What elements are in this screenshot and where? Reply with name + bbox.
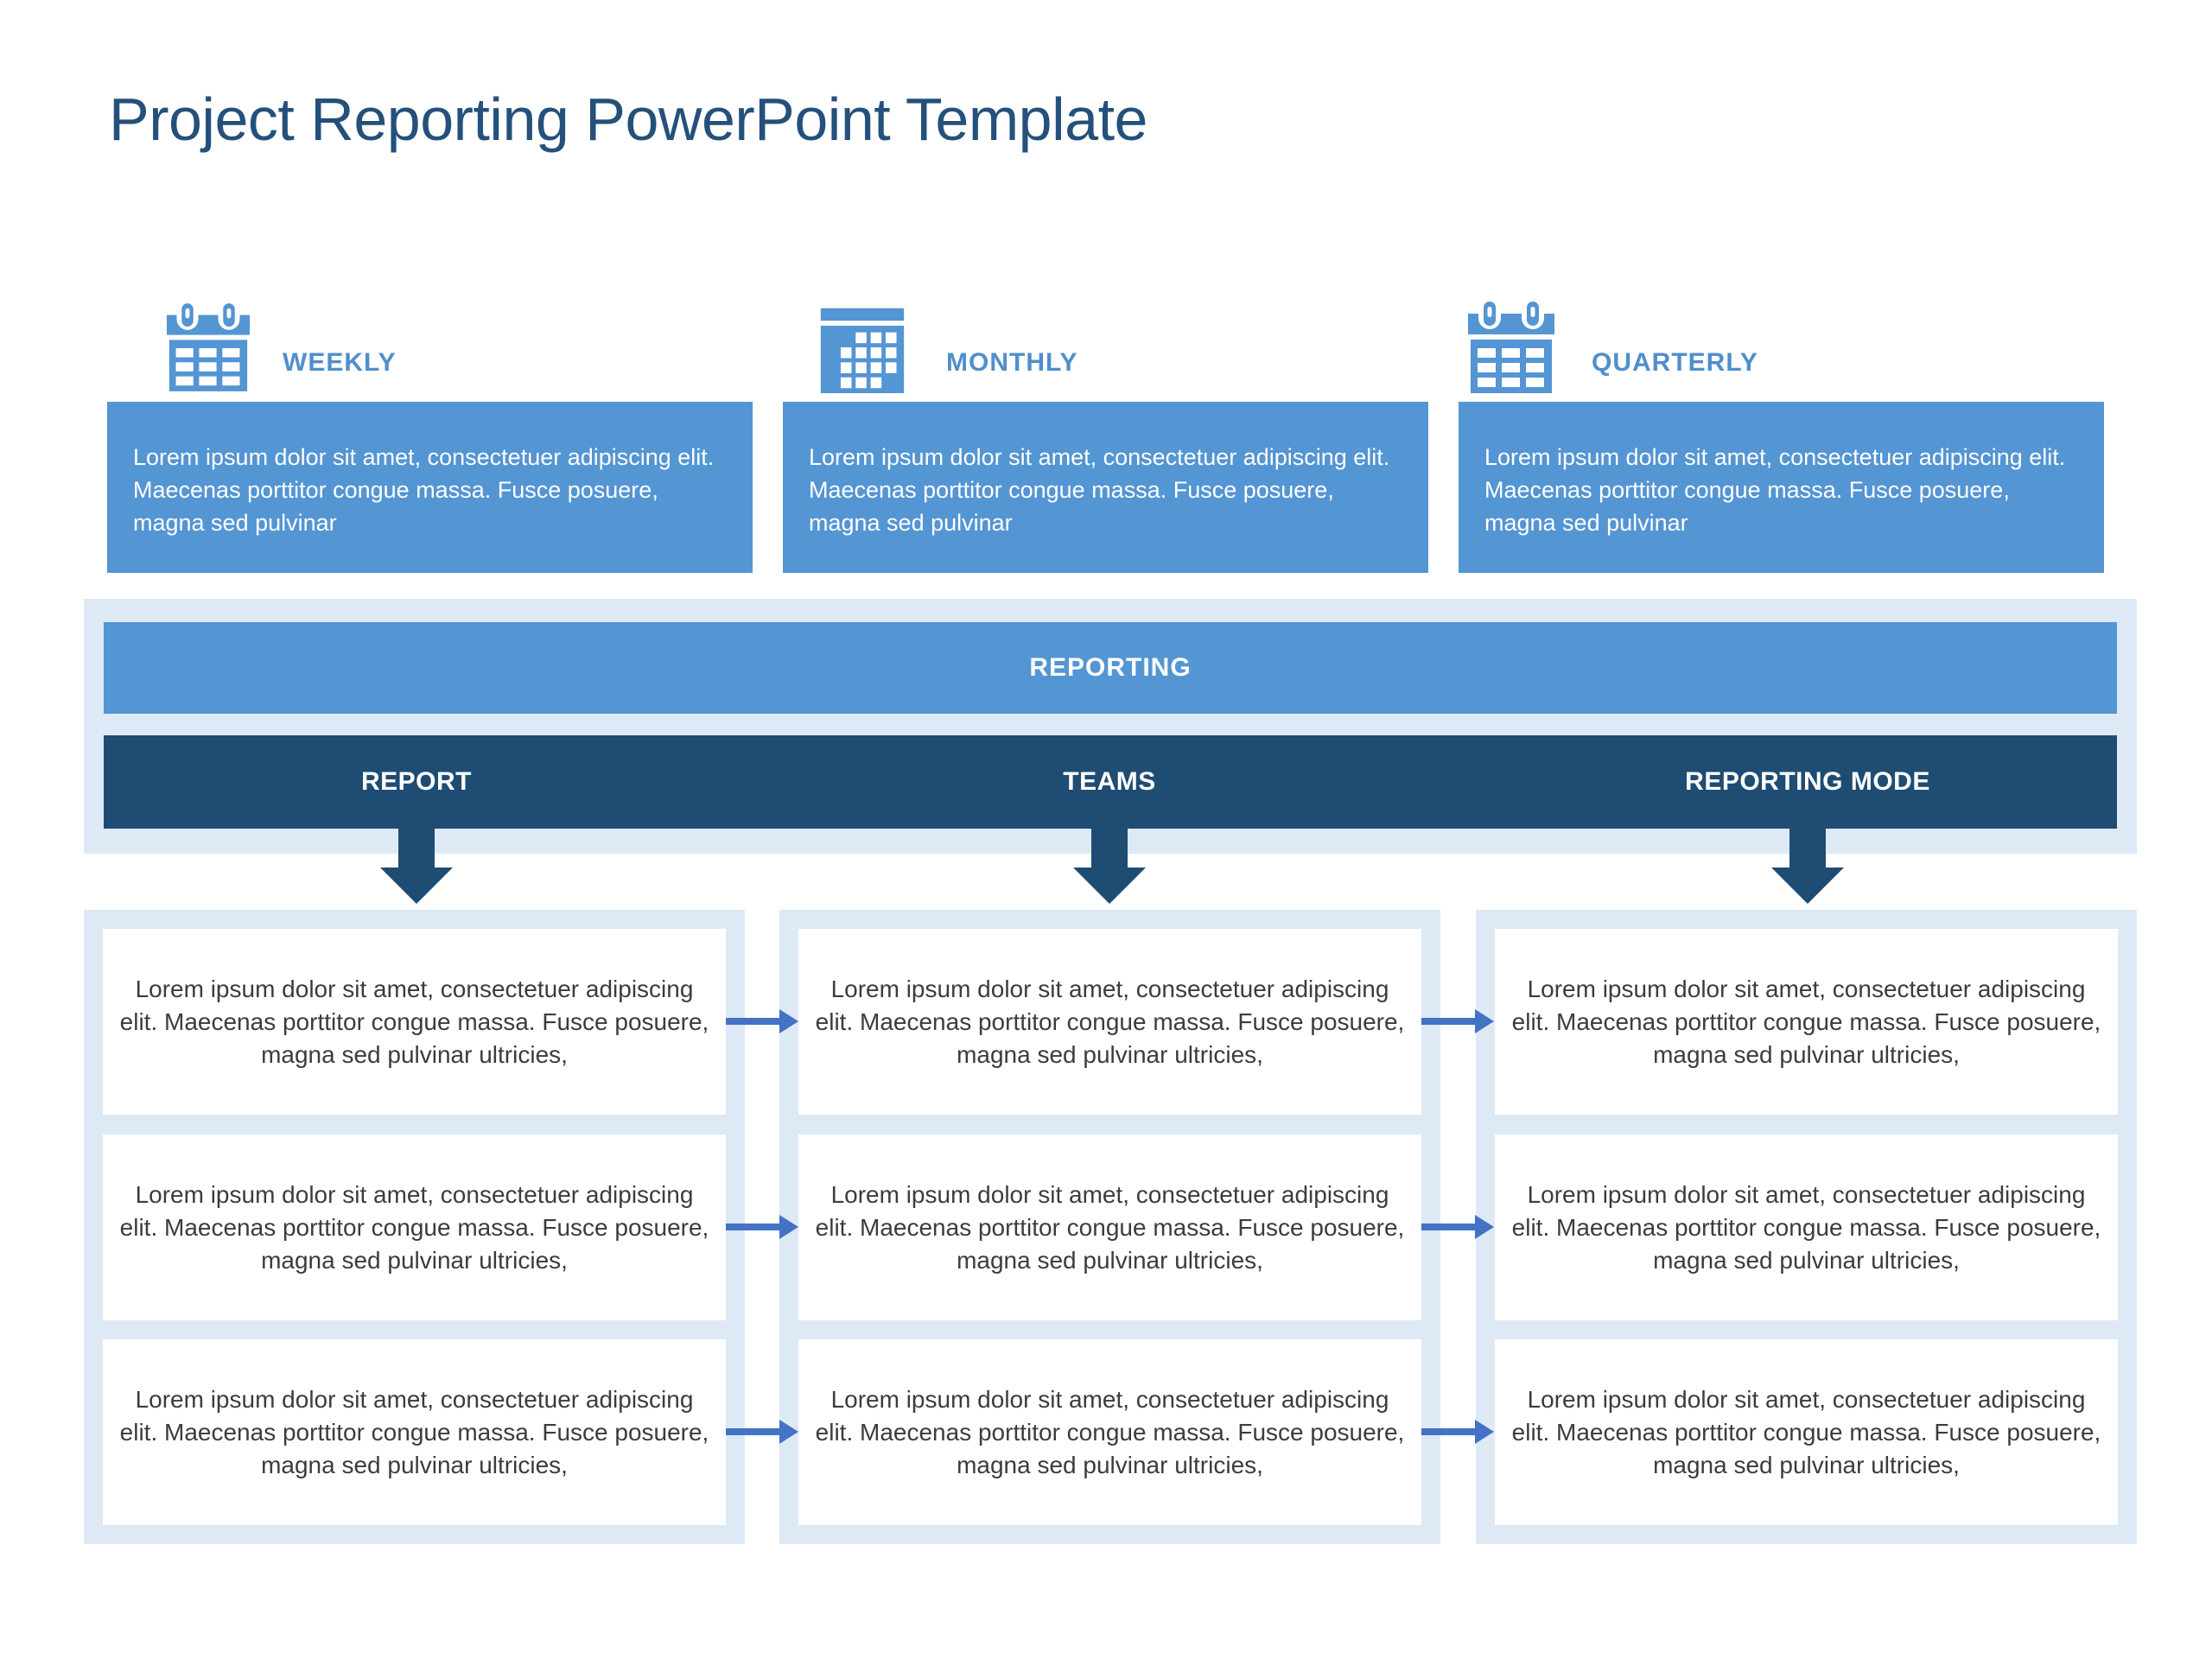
- frequency-label-quarterly: QUARTERLY: [1592, 348, 1758, 377]
- matrix-cell: Lorem ipsum dolor sit amet, consectetuer…: [798, 929, 1421, 1115]
- down-arrow-icon: [1771, 828, 1844, 904]
- reporting-columns-bar: [104, 735, 2117, 829]
- frequency-label-weekly: WEEKLY: [283, 348, 397, 377]
- column-label-report: REPORT: [360, 767, 473, 796]
- flow-arrow-icon: [1421, 1009, 1494, 1033]
- matrix-cell: Lorem ipsum dolor sit amet, consectetuer…: [1495, 1339, 2118, 1525]
- matrix-cell: Lorem ipsum dolor sit amet, consectetuer…: [798, 1339, 1421, 1525]
- column-label-reporting-mode: REPORTING MODE: [1685, 767, 1930, 796]
- flow-arrow-icon: [1421, 1420, 1494, 1444]
- reporting-banner: REPORTING: [104, 622, 2117, 714]
- matrix-cell: Lorem ipsum dolor sit amet, consectetuer…: [103, 1135, 726, 1320]
- calendar-weekly-icon: [167, 302, 250, 391]
- frequency-label-monthly: MONTHLY: [946, 348, 1078, 377]
- frequency-description-monthly: Lorem ipsum dolor sit amet, consectetuer…: [783, 402, 1428, 573]
- frequency-description-quarterly: Lorem ipsum dolor sit amet, consectetuer…: [1459, 402, 2104, 573]
- calendar-monthly-icon: [820, 308, 905, 393]
- matrix-cell: Lorem ipsum dolor sit amet, consectetuer…: [798, 1135, 1421, 1320]
- down-arrow-icon: [380, 828, 453, 904]
- flow-arrow-icon: [726, 1215, 798, 1239]
- flow-arrow-icon: [726, 1009, 798, 1033]
- matrix-cell: Lorem ipsum dolor sit amet, consectetuer…: [1495, 1135, 2118, 1320]
- calendar-quarterly-icon: [1468, 300, 1554, 393]
- column-label-teams: TEAMS: [1063, 767, 1156, 796]
- matrix-cell: Lorem ipsum dolor sit amet, consectetuer…: [103, 1339, 726, 1525]
- flow-arrow-icon: [726, 1420, 798, 1444]
- flow-arrow-icon: [1421, 1215, 1494, 1239]
- matrix-cell: Lorem ipsum dolor sit amet, consectetuer…: [103, 929, 726, 1115]
- matrix-cell: Lorem ipsum dolor sit amet, consectetuer…: [1495, 929, 2118, 1115]
- down-arrow-icon: [1073, 828, 1146, 904]
- page-title: Project Reporting PowerPoint Template: [109, 86, 1147, 153]
- frequency-description-weekly: Lorem ipsum dolor sit amet, consectetuer…: [107, 402, 753, 573]
